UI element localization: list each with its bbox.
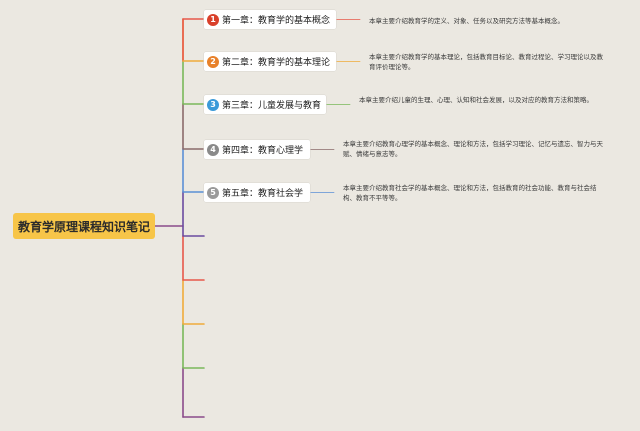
root-topic-label: 教育学原理课程知识笔记 [17, 219, 150, 234]
chapter-title: 第一章：教育学的基本概念 [222, 16, 331, 26]
root-topic[interactable]: 教育学原理课程知识笔记 [13, 213, 155, 239]
chapter-note: 本章主要介绍教育学的基本理论，包括教育目标论、教育过程论、学习理论以及教育评价理… [369, 53, 603, 71]
chapter-number-badge: 3 [207, 98, 219, 111]
chapter-note: 本章主要介绍教育学的定义、对象、任务以及研究方法等基本概念。 [369, 17, 564, 25]
chapter-note: 本章主要介绍儿童的生理、心理、认知和社会发展，以及对应的教育方法和策略。 [359, 96, 593, 104]
chapter-note: 本章主要介绍教育社会学的基本概念、理论和方法，包括教育的社会功能、教育与社会结构… [343, 184, 597, 202]
chapter-note: 本章主要介绍教育心理学的基本概念、理论和方法，包括学习理论、记忆与遗忘、智力与天… [343, 140, 603, 158]
chapter-title: 第二章：教育学的基本理论 [222, 58, 331, 68]
chapter-number-badge: 4 [207, 143, 219, 156]
chapter-number-badge: 1 [207, 13, 219, 26]
chapter-number-badge: 5 [207, 186, 219, 199]
chapter-title: 第四章：教育心理学 [222, 146, 304, 156]
chapter-title: 第五章：教育社会学 [222, 189, 304, 199]
chapter-number-badge: 2 [207, 55, 219, 68]
chapter-title: 第三章：儿童发展与教育 [222, 101, 322, 111]
